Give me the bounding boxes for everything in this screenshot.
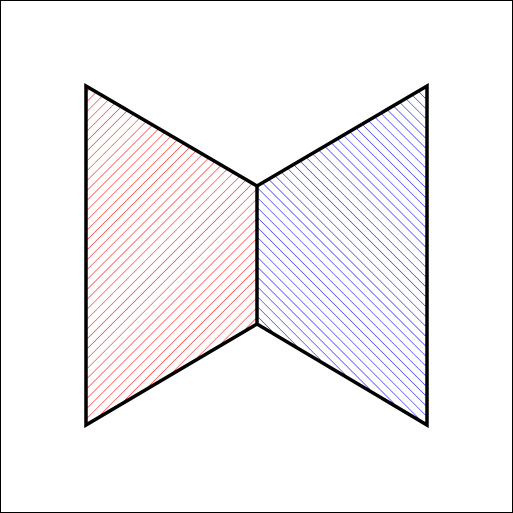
left-hatched-panel xyxy=(86,86,257,425)
right-hatched-panel xyxy=(257,86,427,425)
